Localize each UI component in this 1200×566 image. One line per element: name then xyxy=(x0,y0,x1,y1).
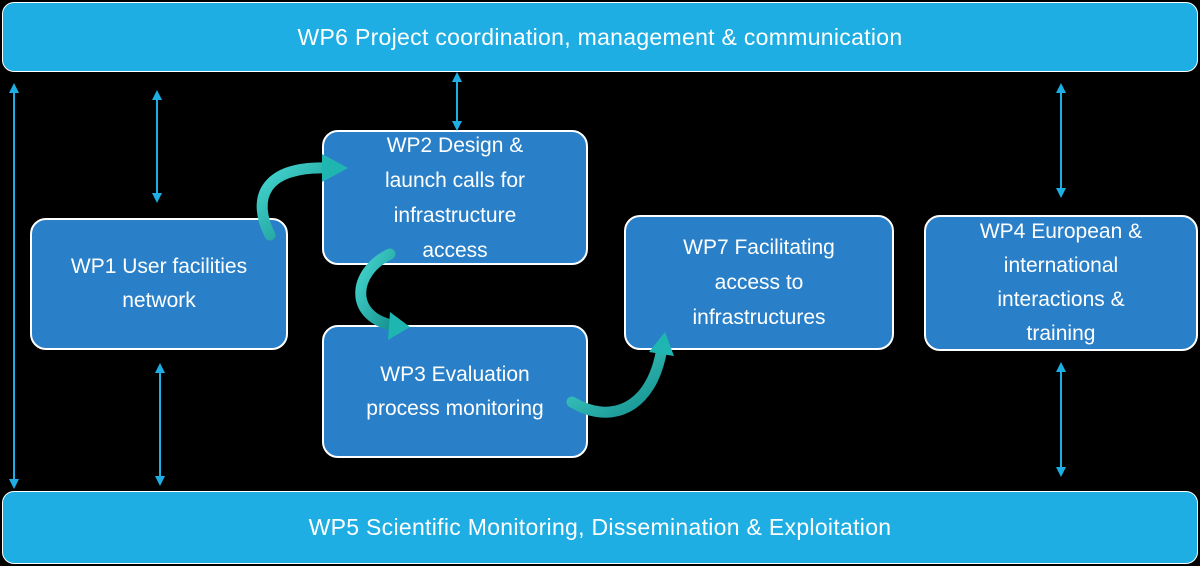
wp1-label: WP1 User facilities network xyxy=(70,255,248,312)
wp1-to-wp2-curved-arrow xyxy=(256,154,348,241)
wp2-to-wp3-curved-arrow xyxy=(355,248,410,340)
wp6-bar: WP6 Project coordination, management & c… xyxy=(2,2,1198,72)
wp6-label: WP6 Project coordination, management & c… xyxy=(297,23,903,50)
wp1-box: WP1 User facilities network xyxy=(30,218,288,350)
wp2-box: WP2 Design & launch calls for infrastruc… xyxy=(322,130,588,265)
wp3-box: WP3 Evaluation process monitoring xyxy=(322,325,588,458)
wp3-to-wp7-curved-arrow xyxy=(566,332,674,418)
wp7-label: WP7 Facilitating access to infrastructur… xyxy=(683,236,835,329)
wp4-box: WP4 European & international interaction… xyxy=(924,215,1198,351)
wp3-label: WP3 Evaluation process monitoring xyxy=(366,362,544,420)
wp5-label: WP5 Scientific Monitoring, Dissemination… xyxy=(308,514,892,540)
wp7-box: WP7 Facilitating access to infrastructur… xyxy=(624,215,894,350)
wp4-label: WP4 European & international interaction… xyxy=(979,220,1143,345)
wp2-label: WP2 Design & launch calls for infrastruc… xyxy=(384,133,526,262)
wp5-bar: WP5 Scientific Monitoring, Dissemination… xyxy=(2,491,1198,564)
